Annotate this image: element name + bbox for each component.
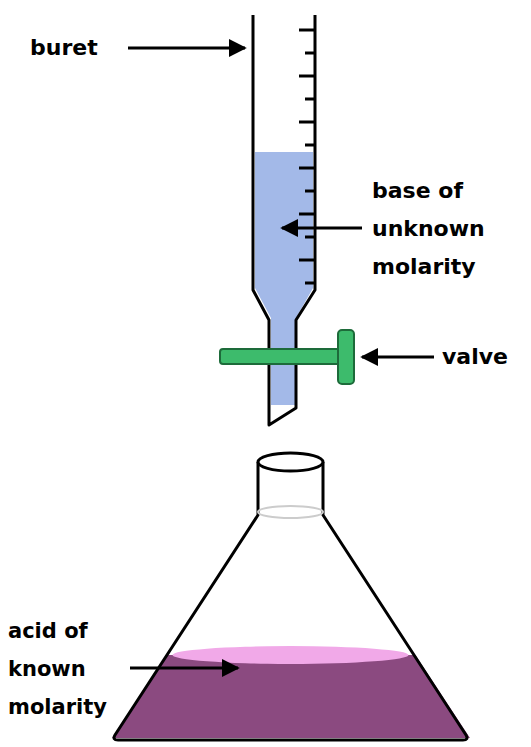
flask-neck-line xyxy=(258,506,323,518)
valve-handle xyxy=(338,330,354,384)
part-label: buret xyxy=(30,29,125,67)
leader-arrow xyxy=(130,667,238,670)
scale-tick xyxy=(299,213,315,216)
scale-tick xyxy=(299,121,315,124)
callout-label: base of unknown molarity xyxy=(372,172,522,286)
scale-tick xyxy=(299,29,315,32)
part-label: valve xyxy=(442,338,527,376)
flask-rim xyxy=(258,453,323,471)
scale-tick xyxy=(299,259,315,262)
callout-label: acid of known molarity xyxy=(8,612,128,726)
scale-tick xyxy=(305,282,315,285)
valve-stem xyxy=(220,349,340,364)
buret-scale xyxy=(299,30,315,283)
erlenmeyer-flask xyxy=(114,462,467,740)
scale-tick xyxy=(305,98,315,101)
scale-tick xyxy=(305,236,315,239)
buret-liquid xyxy=(255,152,313,405)
leader-arrow xyxy=(128,47,245,50)
leader-arrow xyxy=(362,356,434,359)
scale-tick xyxy=(305,52,315,55)
flask-liquid xyxy=(100,646,480,745)
scale-tick xyxy=(299,75,315,78)
leader-arrow xyxy=(282,227,362,230)
scale-tick xyxy=(305,144,315,147)
scale-tick xyxy=(299,167,315,170)
scale-tick xyxy=(305,190,315,193)
